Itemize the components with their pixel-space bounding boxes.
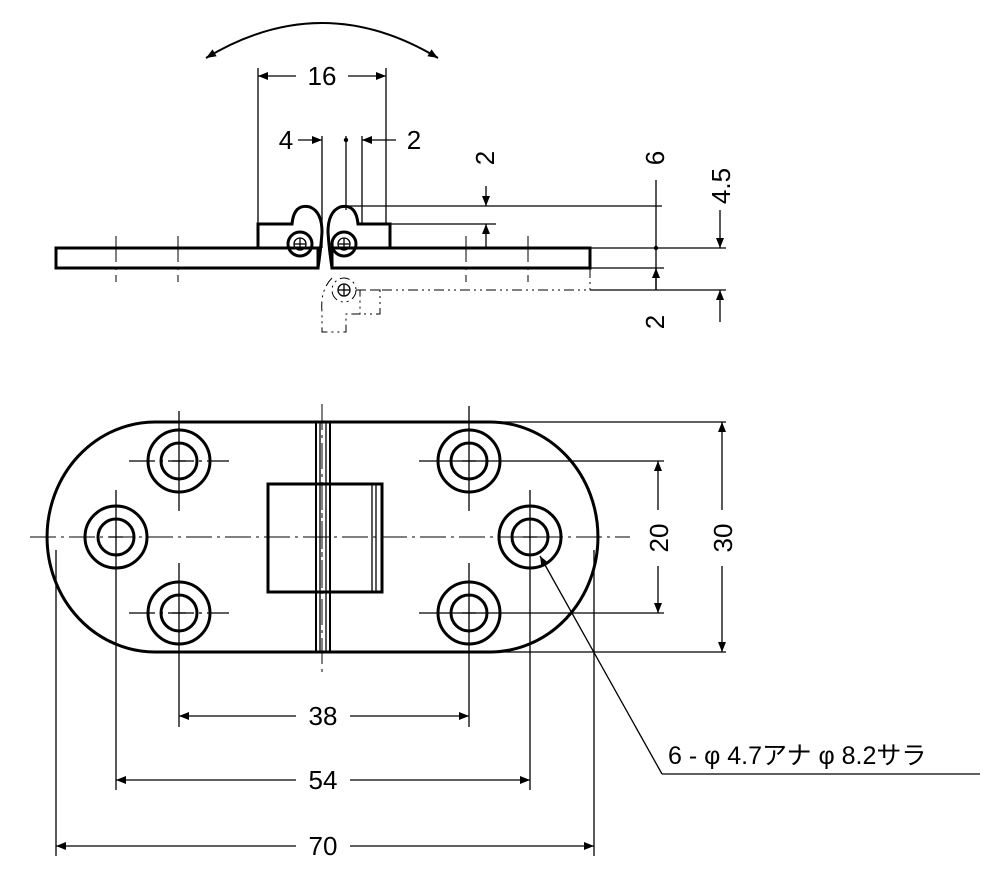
dim-54: 54: [116, 765, 530, 795]
hinge-knuckle-strip: [315, 421, 331, 653]
dim-6: 6: [640, 151, 670, 290]
screw-hole-top-right: [419, 406, 664, 511]
hole-spec-leader: 6 - φ 4.7アナ φ 8.2サラ: [539, 555, 980, 775]
dim-38: 38: [179, 701, 469, 731]
svg-text:70: 70: [309, 831, 338, 861]
dim-2-lower: 2: [640, 315, 670, 329]
svg-text:2: 2: [640, 315, 670, 329]
plan-view: 20 30 38 54 70 6 - φ: [30, 404, 980, 861]
screw-hole-top-left: [129, 411, 229, 511]
right-pin: [330, 230, 358, 258]
dim-4-and-2: 4 2: [279, 125, 421, 248]
dim-2-upper: 2: [470, 151, 500, 248]
rotation-arrow: [205, 22, 439, 59]
svg-text:4.5: 4.5: [706, 168, 736, 204]
hinge-center-block: [266, 482, 384, 594]
phantom-folded-position: [321, 267, 591, 333]
svg-text:2: 2: [470, 151, 500, 165]
svg-text:6: 6: [640, 151, 670, 165]
svg-text:38: 38: [309, 701, 338, 731]
hole-spec-note: 6 - φ 4.7アナ φ 8.2サラ: [668, 742, 926, 770]
svg-text:2: 2: [407, 125, 421, 155]
svg-text:4: 4: [279, 125, 293, 155]
screw-hole-right: [497, 490, 563, 790]
svg-text:30: 30: [708, 524, 738, 553]
hinge-knuckle: [256, 204, 392, 269]
svg-text:20: 20: [644, 524, 674, 553]
dim-20: 20: [644, 461, 674, 613]
right-leaf: [330, 246, 592, 270]
dim-16: 16: [257, 61, 387, 224]
screw-hole-bottom-right: [419, 563, 664, 727]
side-view: 16 4 2 2: [54, 22, 736, 333]
dim-4-5: 4.5: [706, 168, 736, 322]
screw-hole-bottom-left: [129, 563, 229, 727]
dim-30: 30: [708, 422, 738, 652]
svg-text:54: 54: [309, 765, 338, 795]
screw-hole-left: [83, 490, 149, 790]
svg-text:16: 16: [308, 61, 337, 91]
left-pin: [286, 230, 314, 258]
left-leaf: [54, 246, 320, 270]
dim-70: 70: [56, 831, 594, 861]
